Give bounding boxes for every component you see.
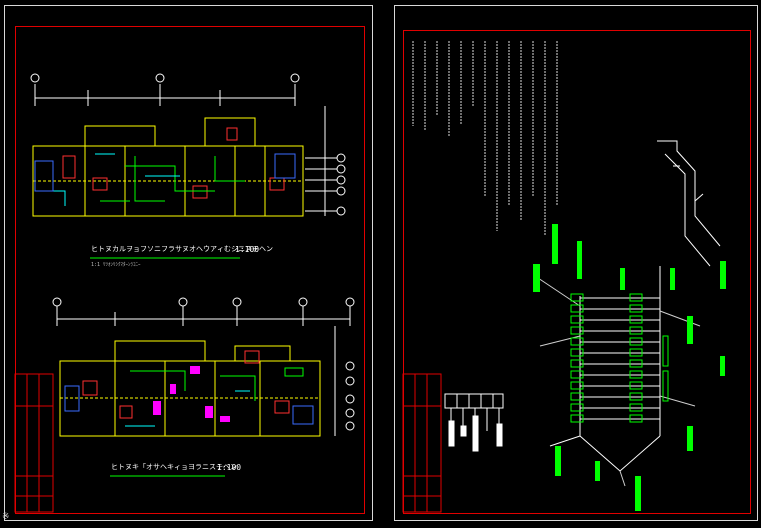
- design-notes: [412, 41, 558, 236]
- axis-bubble-icon: [155, 73, 165, 83]
- axis-bubble-icon: [336, 186, 346, 196]
- axis-bubble-icon: [232, 297, 242, 307]
- sheet-left-frame: [15, 26, 365, 514]
- corner-mark: ※: [2, 512, 10, 522]
- plan-top: [30, 73, 346, 259]
- title-block-right: [402, 373, 442, 513]
- legend-table: [444, 393, 504, 452]
- axis-bubble-icon: [336, 164, 346, 174]
- plan-bottom-title: ヒトヌキ「オサヘキィョヨラニステヘン: [111, 463, 237, 471]
- plan-bottom: [52, 297, 355, 477]
- axis-bubble-icon: [30, 73, 40, 83]
- axis-bubble-icon: [345, 421, 355, 431]
- axis-bubble-icon: [336, 175, 346, 185]
- axis-bubble-icon: [290, 73, 300, 83]
- axis-bubble-icon: [345, 361, 355, 371]
- axis-bubble-icon: [298, 297, 308, 307]
- title-block-left: [14, 373, 54, 513]
- axis-bubble-icon: [345, 394, 355, 404]
- axis-bubble-icon: [336, 206, 346, 216]
- axis-bubble-icon: [345, 408, 355, 418]
- riser-diagram-svg: [402, 41, 726, 513]
- floor-plans-svg: [14, 73, 355, 513]
- axis-bubble-icon: [336, 153, 346, 163]
- riser-diagram: [534, 140, 721, 487]
- plan-top-note: 1:1 ﾘﾂｵﾝﾘｼｸﾏﾀｰﾝﾗｺﾆｰ: [91, 262, 141, 268]
- axis-bubble-icon: [52, 297, 62, 307]
- sheet-left: ヒトヌカルヲョフソニフラサヌオヘウアィむシニステヘン 1:100 1:1 ﾘﾂｵ…: [4, 5, 373, 521]
- fixture-stack: [570, 293, 643, 423]
- sheet-right-frame: [403, 30, 751, 514]
- plan-top-title: ヒトヌカルヲョフソニフラサヌオヘウアィむシニステヘン: [91, 245, 273, 253]
- axis-bubble-icon: [345, 297, 355, 307]
- sheet-right: [394, 5, 758, 521]
- plan-bottom-scale: 1:100: [217, 463, 242, 472]
- plan-top-scale: 1:100: [235, 245, 260, 254]
- axis-bubble-icon: [178, 297, 188, 307]
- equipment-block-icon: [533, 224, 726, 511]
- axis-bubble-icon: [345, 376, 355, 386]
